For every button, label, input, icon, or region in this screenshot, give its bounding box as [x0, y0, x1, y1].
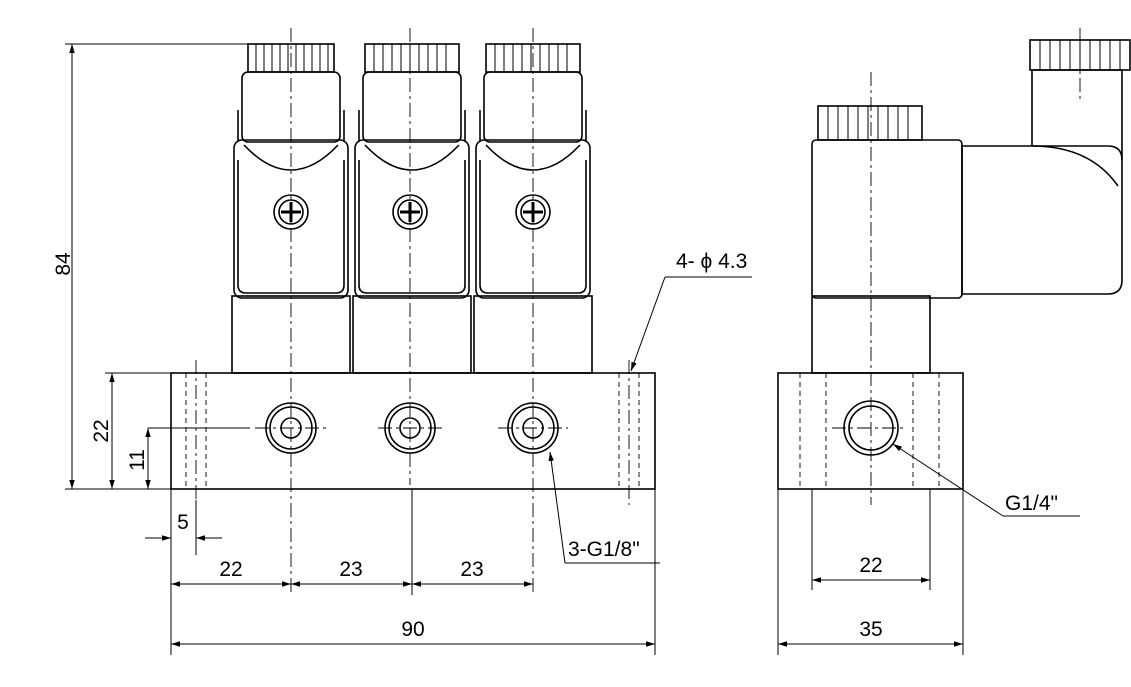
side-connector	[961, 28, 1131, 295]
callout-mounting-holes: 4- ϕ 4.3	[676, 250, 747, 273]
dim-port-height: 11	[126, 449, 149, 471]
dim-pitch-third: 23	[460, 558, 483, 581]
front-view	[148, 28, 656, 595]
dim-edge-offset: 5	[177, 511, 189, 534]
side-dimensions: 22 35 G1/4"	[777, 443, 1080, 655]
dim-total-height: 84	[52, 252, 75, 276]
dim-base-height: 22	[90, 419, 113, 442]
dim-total-length: 90	[401, 618, 424, 641]
dim-side-port-spacing: 22	[859, 554, 882, 577]
front-dimensions: 84 22 11 5 22 23 23 90 4- ϕ 4.3 3-G1/8"	[52, 43, 752, 655]
side-view	[777, 28, 1131, 505]
dim-pitch-first: 22	[219, 558, 242, 581]
solenoid-valve-2	[352, 43, 472, 374]
dim-pitch-second: 23	[339, 558, 362, 581]
manifold-base	[170, 372, 656, 490]
callout-inlet-port: G1/4"	[1005, 492, 1058, 515]
callout-outlet-ports: 3-G1/8"	[568, 538, 640, 561]
dim-side-width: 35	[859, 618, 882, 641]
